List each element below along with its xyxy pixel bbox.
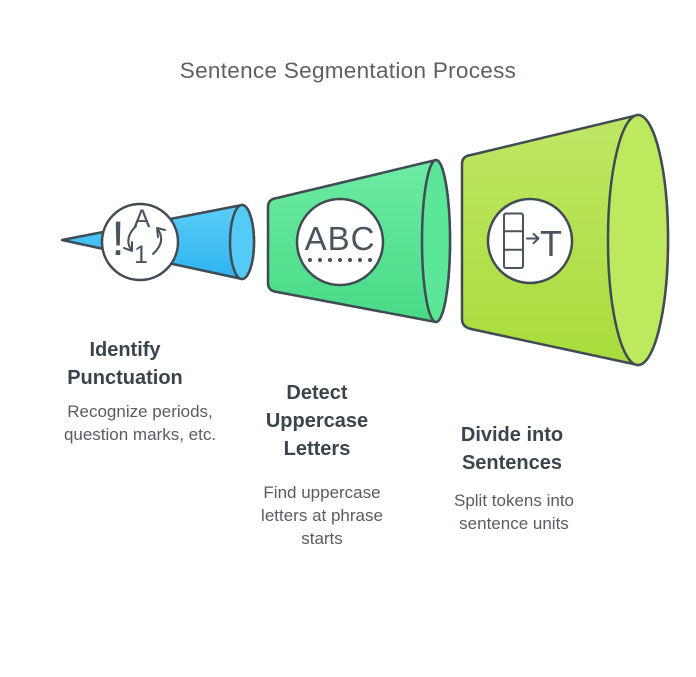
stage1-heading-line: Identify [89, 339, 161, 361]
stage2-heading: Detect Uppercase Letters [217, 379, 417, 463]
number-1-glyph: 1 [134, 241, 148, 269]
token-column-dividers [503, 230, 524, 251]
stage2-subtitle-line: Find uppercase [263, 483, 381, 502]
stage2-subtitle-line: letters at phrase [261, 506, 383, 525]
stage3-heading-line: Divide into [460, 424, 564, 446]
stage2-heading-line: Uppercase [265, 410, 369, 432]
token-column-icon [503, 212, 524, 269]
stage2-heading-line: Letters [283, 438, 351, 460]
stage1-cone-cap [228, 203, 256, 281]
exclamation-glyph: ! [111, 213, 124, 266]
stage3-subtitle-line: Split tokens into [453, 491, 574, 510]
punctuation-case-swap-icon: ! A 1 [100, 202, 180, 282]
page-title: Sentence Segmentation Process [179, 58, 517, 83]
dotted-underline [307, 257, 373, 263]
arrow-right-icon [526, 232, 540, 245]
stage1-badge-circle [100, 202, 180, 282]
stage1-heading-line: Punctuation [67, 367, 183, 389]
stage1-subtitle: Recognize periods, question marks, etc. [40, 400, 240, 446]
stage1-subtitle-line: Recognize periods, [67, 402, 213, 421]
abc-glyph: ABC [305, 220, 376, 257]
stage3-subtitle: Split tokens into sentence units [414, 489, 614, 535]
stage2-subtitle-line: starts [301, 529, 343, 548]
stage3-subtitle-line: sentence units [459, 514, 569, 533]
token-column-to-text-icon: T [486, 197, 574, 285]
abc-dotted-underline-icon: ABC [295, 197, 385, 287]
letter-a-glyph: A [134, 205, 151, 233]
stage3-heading: Divide into Sentences [412, 421, 612, 477]
letter-t-glyph: T [540, 223, 562, 264]
stage2-badge-circle [295, 197, 385, 287]
swap-arrow-right-icon [152, 227, 166, 255]
stage1-subtitle-line: question marks, etc. [63, 425, 217, 444]
swap-arrow-left-icon [123, 225, 137, 252]
stage3-badge-circle [486, 197, 574, 285]
stage2-cone-cap [420, 158, 452, 324]
stage3-cone-cap [606, 113, 670, 367]
stage2-subtitle: Find uppercase letters at phrase starts [222, 481, 422, 550]
stage3-heading-line: Sentences [461, 452, 563, 474]
stage2-heading-line: Detect [286, 382, 348, 404]
stage1-heading: Identify Punctuation [25, 336, 225, 392]
